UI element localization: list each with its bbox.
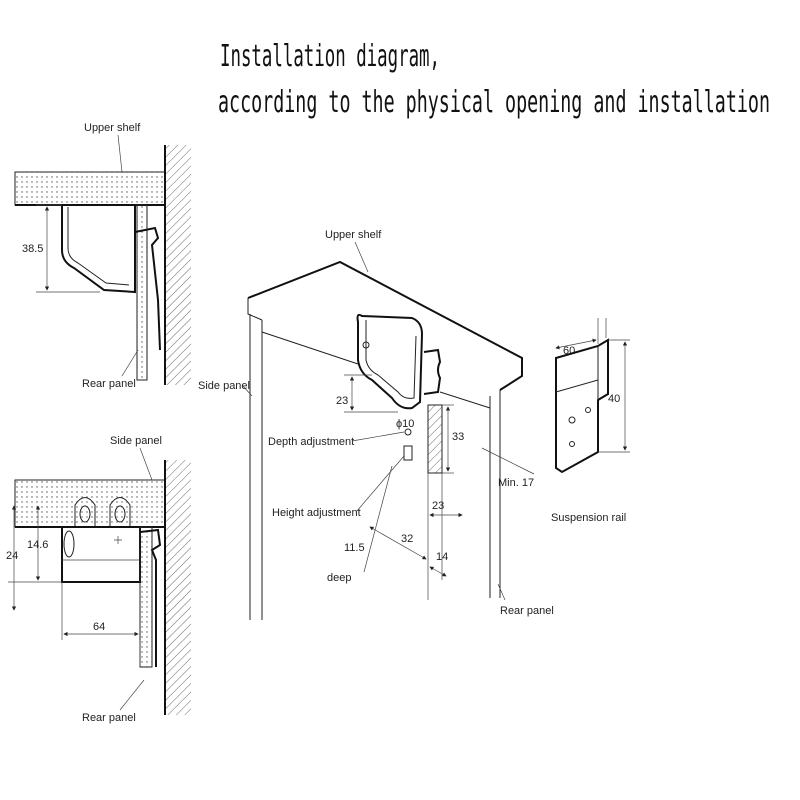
cabinet-bracket (356, 313, 424, 410)
rear-panel-label: Rear panel (82, 712, 136, 724)
suspension-hook (134, 226, 161, 351)
dowel (63, 530, 75, 558)
height-adjustment-leader (355, 455, 405, 513)
rail-hole (585, 407, 591, 413)
title-line-1: Installation diagram, (220, 39, 440, 74)
dim-width-label: 64 (93, 621, 105, 633)
deep-label: deep (327, 572, 351, 584)
side-panel-section (14, 479, 166, 528)
depth-adjustment-label: Depth adjustment (268, 436, 354, 448)
height-adjustment-screw (403, 445, 413, 461)
upper-shelf-underside-edge-right (439, 391, 491, 409)
suspension-hook (139, 528, 162, 667)
rear-panel-leader (119, 679, 145, 711)
mounting-plate (427, 404, 443, 474)
rear-panel-label: Rear panel (82, 378, 136, 390)
dim-bracket-height-label: 23 (336, 395, 348, 407)
dim-32-label: 32 (401, 533, 413, 545)
dim-14-label: 14 (436, 551, 448, 563)
upper-shelf-leader (117, 134, 123, 173)
rear-panel-leader (497, 583, 506, 601)
upper-shelf-outline (247, 260, 523, 391)
wall-hatching (165, 145, 191, 385)
dim-hole-diameter-label: ϕ10 (396, 418, 414, 430)
min-clearance-line (481, 447, 535, 475)
center-mark (114, 536, 122, 544)
rail-hole (569, 441, 575, 447)
dim-dowel-height-label: 14.6 (27, 539, 48, 551)
rail-hole (568, 416, 576, 424)
suspension-rail-label: Suspension rail (551, 512, 626, 524)
bottom-side-view: Side panel 24 14.6 64 Rear panel (6, 435, 191, 724)
rear-panel-leader (121, 349, 139, 377)
side-panel-label: Side panel (110, 435, 162, 447)
upper-shelf-label: Upper shelf (325, 229, 382, 241)
bracket-inner-profile (365, 320, 417, 399)
bracket-screw (362, 341, 370, 349)
rear-panel (139, 526, 153, 668)
hole-depth-leader (363, 465, 393, 573)
dim-rail-height-label: 40 (608, 393, 620, 405)
dim-height-label: 38.5 (22, 243, 43, 255)
suspension-rail-view: 60 40 Suspension rail (551, 318, 630, 524)
dim-total-height-label: 24 (6, 550, 18, 562)
dim-line-rail-width (555, 338, 597, 350)
upper-shelf-leader (354, 241, 369, 273)
dim-plate-height-label: 33 (452, 431, 464, 443)
side-panel-leader (242, 385, 253, 397)
mounting-screw-1 (74, 497, 96, 527)
dim-line-32 (369, 526, 427, 560)
depth-adjustment-leader (351, 431, 405, 442)
rail-bend-line (555, 379, 599, 393)
wall-hatching (165, 460, 191, 715)
dim-plate-offset-label: 23 (432, 500, 444, 512)
bracket-rear-hook (423, 348, 442, 395)
cabinet-bracket (61, 205, 136, 294)
rear-panel (136, 204, 148, 381)
cabinet-bracket (61, 526, 141, 583)
min-clearance-label: Min. 17 (498, 477, 534, 489)
perspective-view: Upper shelf Side panel 23 Depth adjustme… (198, 229, 554, 620)
upper-shelf-underside-edge (261, 331, 359, 365)
title-line-2: according to the physical opening and in… (218, 85, 770, 120)
height-adjustment-label: Height adjustment (272, 507, 361, 519)
upper-shelf-front-edge (247, 298, 263, 321)
bracket-hook-profile (67, 207, 130, 286)
side-panel-leader (139, 447, 153, 481)
dim-hole-depth-label: 11.5 (344, 542, 365, 554)
side-panel-label: Side panel (198, 380, 250, 392)
mounting-screw-2 (109, 497, 131, 527)
depth-adjustment-screw (404, 428, 412, 436)
title-block: Installation diagram, according to the p… (218, 39, 770, 120)
rear-panel-label: Rear panel (500, 605, 554, 617)
dim-line-14 (429, 566, 447, 577)
upper-shelf (14, 171, 166, 206)
upper-shelf-label: Upper shelf (84, 122, 141, 134)
top-side-view: Upper shelf 38.5 Rear panel (14, 122, 191, 390)
